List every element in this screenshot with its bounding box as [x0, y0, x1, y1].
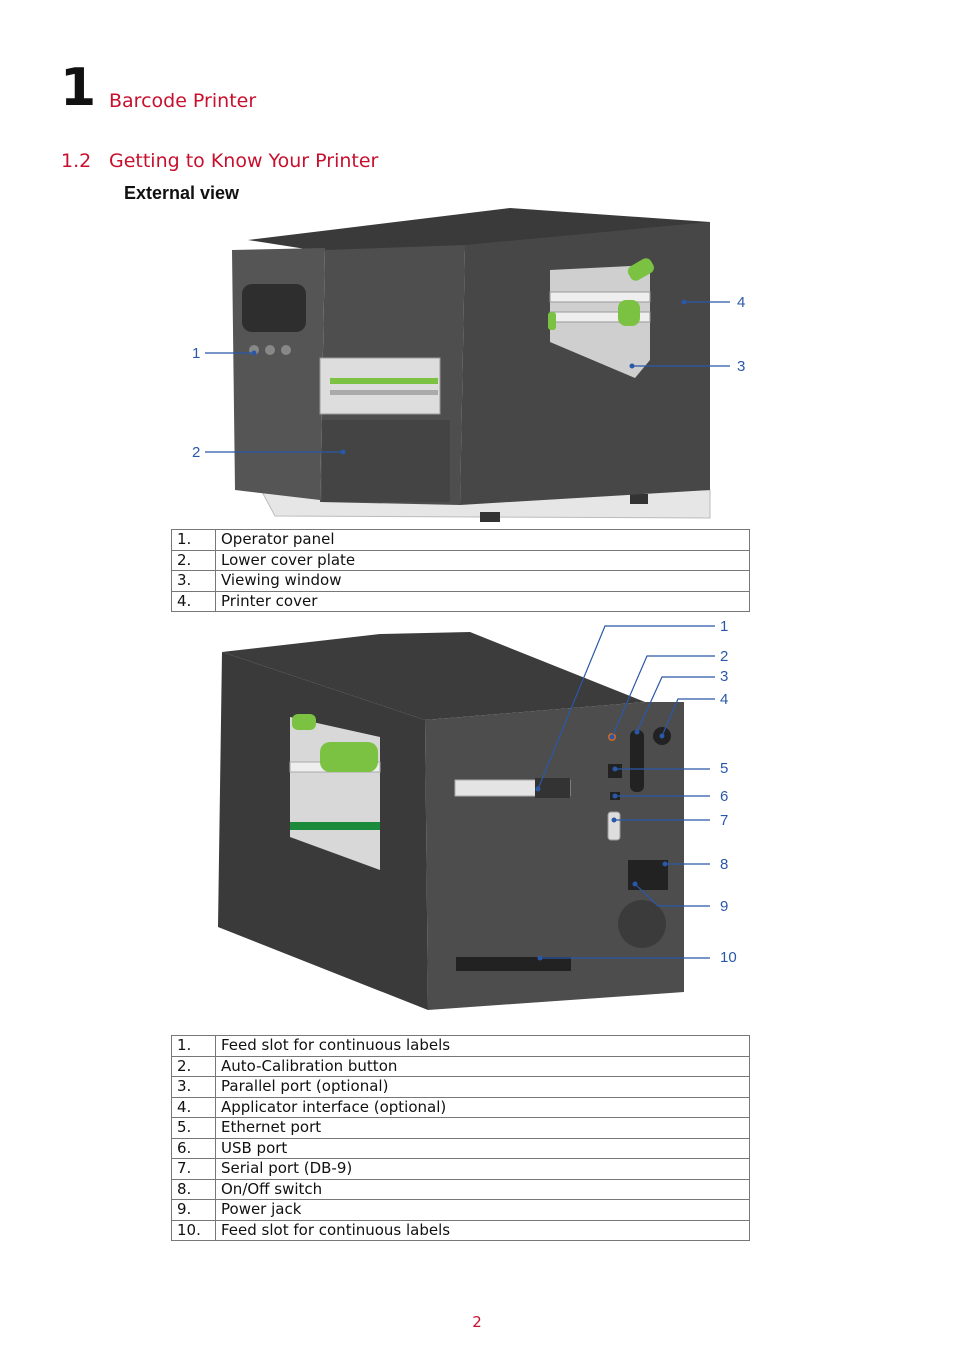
rear-callout-7: 7	[720, 812, 728, 829]
rear-callout-1: 1	[720, 618, 728, 635]
rear-view-figure: 1 2 3 4 5 6 7 8 9 10	[218, 618, 737, 1010]
page-number: 2	[472, 1313, 482, 1331]
subsection-title: External view	[124, 183, 240, 203]
table-row: 6.USB port	[171, 1137, 750, 1159]
table-row: 3.Parallel port (optional)	[171, 1076, 750, 1098]
rear-callout-3: 3	[720, 668, 728, 685]
front-callout-3: 3	[737, 358, 745, 375]
rear-callout-5: 5	[720, 760, 728, 777]
table-row: 3.Viewing window	[171, 570, 750, 592]
table-row: 5.Ethernet port	[171, 1117, 750, 1139]
chapter-number: 1	[60, 58, 97, 118]
front-callout-1: 1	[192, 345, 200, 362]
chapter-title: Barcode Printer	[109, 90, 257, 112]
rear-callout-6: 6	[720, 788, 728, 805]
front-view-figure: 1 2 3 4	[192, 208, 745, 522]
front-callout-4: 4	[737, 294, 745, 311]
rear-callout-9: 9	[720, 898, 728, 915]
section-heading: 1.2 Getting to Know Your Printer	[61, 150, 378, 172]
front-callout-2: 2	[192, 444, 200, 461]
front-view-legend: 1.Operator panel 2.Lower cover plate 3.V…	[171, 529, 750, 612]
table-row: 10.Feed slot for continuous labels	[171, 1219, 750, 1241]
table-row: 1.Operator panel	[171, 529, 750, 551]
rear-callout-4: 4	[720, 691, 728, 708]
section-title: Getting to Know Your Printer	[109, 150, 379, 172]
rear-view-legend: 1.Feed slot for continuous labels 2.Auto…	[171, 1035, 750, 1241]
table-row: 4.Applicator interface (optional)	[171, 1096, 750, 1118]
rear-callout-2: 2	[720, 648, 728, 665]
table-row: 7.Serial port (DB-9)	[171, 1158, 750, 1180]
rear-callout-8: 8	[720, 856, 728, 873]
section-number: 1.2	[61, 150, 92, 172]
table-row: 2.Lower cover plate	[171, 549, 750, 571]
rear-callout-10: 10	[720, 949, 737, 966]
table-row: 4.Printer cover	[171, 590, 750, 612]
table-row: 1.Feed slot for continuous labels	[171, 1035, 750, 1057]
table-row: 9.Power jack	[171, 1199, 750, 1221]
table-row: 2.Auto-Calibration button	[171, 1055, 750, 1077]
table-row: 8.On/Off switch	[171, 1178, 750, 1200]
